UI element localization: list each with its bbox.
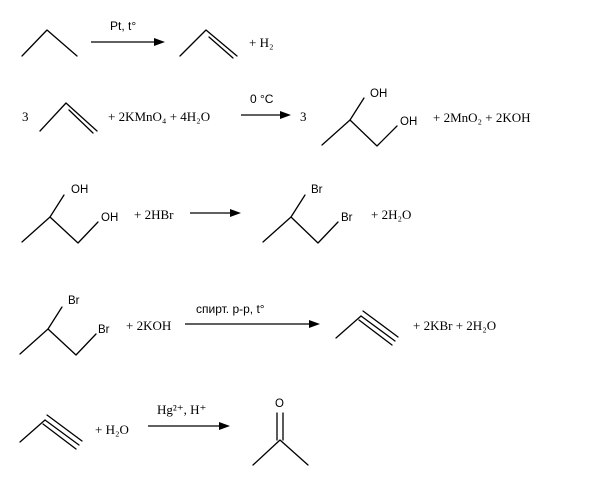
propyne-skeleton [19,414,83,450]
oh-label-top: OH [71,184,88,196]
reaction-3: OH OH + 2HBr Br Br + 2H₂O [21,184,411,244]
reaction-4-reagents: + 2KOH [126,318,171,333]
reaction-5-reagents: + H₂O [95,422,129,437]
reaction-3-products-rhs: + 2H₂O [371,207,411,222]
dibromopropane-skeleton [262,194,339,244]
reaction-1-product-rhs: + H₂ [249,35,274,50]
o-label: O [275,398,284,410]
reaction-5-arrow [148,422,230,430]
propene-skeleton [39,102,98,134]
reaction-3-arrow [190,209,241,217]
reaction-2-condition: 0 °C [250,92,274,106]
reaction-2-coefficient-right: 3 [300,109,307,124]
reaction-1-arrow [91,38,165,46]
oh-label-bottom: OH [101,212,118,224]
br-label-bottom: Br [341,212,353,224]
propene-skeleton [179,29,238,59]
reaction-2-products-rhs: + 2MnO₂ + 2KOH [433,110,531,125]
propanediol-skeleton [21,194,99,244]
propane-skeleton [21,29,78,57]
br-label-top: Br [311,184,323,196]
reaction-2-coefficient-left: 3 [22,109,29,124]
reaction-1-condition: Pt, t° [110,19,136,33]
reaction-1: Pt, t° + H₂ [21,19,274,59]
br-label-top: Br [68,295,80,307]
reaction-2-reagents: + 2KMnO₄ + 4H₂O [108,109,210,124]
dibromopropane-skeleton [19,306,97,356]
reaction-4-condition: спирт. р-р, t° [196,302,265,316]
propanediol-skeleton [321,97,398,147]
reaction-4-products-rhs: + 2KBr + 2H₂O [413,318,496,333]
reaction-5-condition: Hg²⁺, H⁺ [157,402,206,417]
reaction-3-reagents: + 2HBr [134,207,174,222]
reaction-5: + H₂O Hg²⁺, H⁺ O [19,398,309,466]
reaction-2: 3 + 2KMnO₄ + 4H₂O 0 °C 3 OH OH + 2MnO₂ +… [22,88,531,147]
oh-label-top: OH [370,88,387,100]
br-label-bottom: Br [98,324,110,336]
propyne-skeleton [335,310,399,346]
reaction-4-arrow [185,320,320,328]
acetone-skeleton [252,412,309,466]
oh-label-bottom: OH [400,116,417,128]
reaction-2-arrow [241,111,291,119]
reaction-4: Br Br + 2KOH спирт. р-р, t° + 2KBr + 2H₂… [19,295,496,356]
